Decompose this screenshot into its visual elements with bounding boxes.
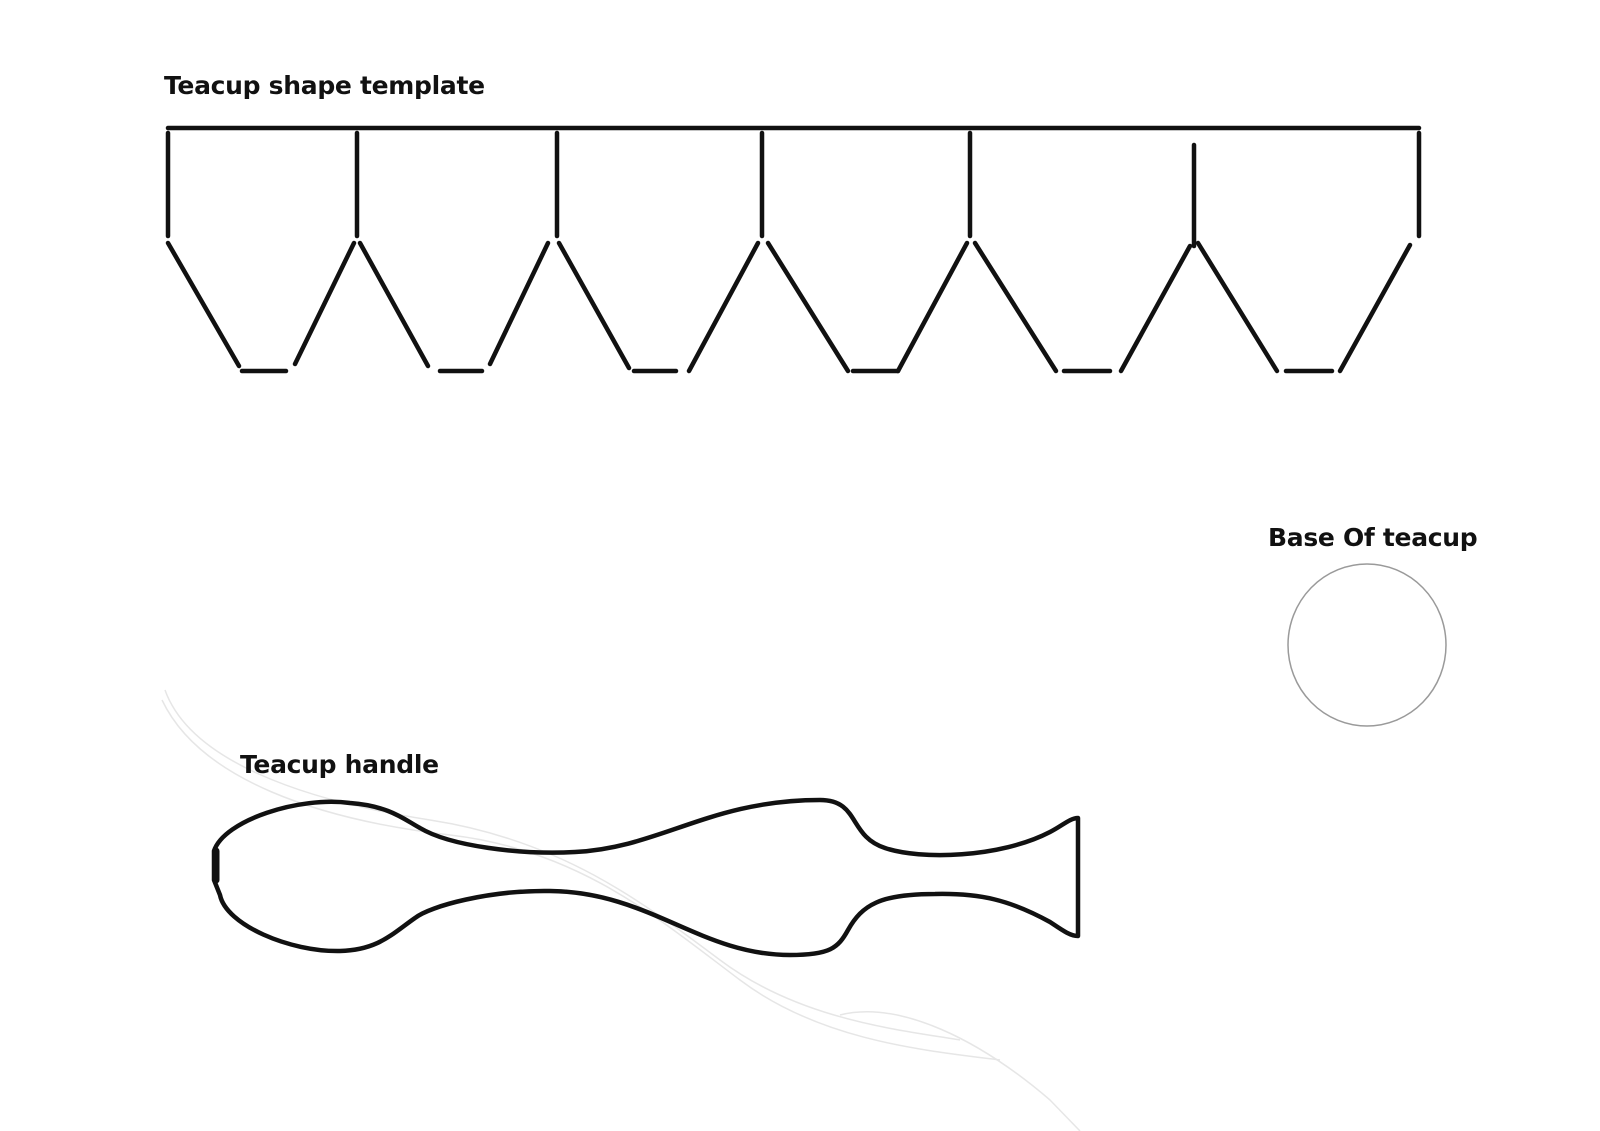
- handle-title: Teacup handle: [240, 750, 439, 779]
- template-slant: [972, 240, 1059, 374]
- template-slant: [1195, 240, 1280, 374]
- template-slant: [292, 240, 357, 367]
- template-slant: [765, 240, 851, 374]
- template-slant: [686, 240, 761, 374]
- template-slant: [1337, 242, 1413, 374]
- template-slant: [487, 240, 551, 367]
- template-slant: [357, 240, 431, 369]
- template-slant: [165, 240, 242, 369]
- template-slant: [895, 240, 970, 374]
- background-swirls: [161, 689, 1081, 1131]
- teacup-handle-shape: [211, 797, 1081, 958]
- teacup-shape-template: [165, 125, 1422, 374]
- teacup-base-circle: [1287, 563, 1447, 727]
- template-title: Teacup shape template: [164, 71, 485, 100]
- base-title: Base Of teacup: [1268, 523, 1478, 552]
- template-slant: [1118, 243, 1193, 374]
- template-slant: [556, 240, 632, 371]
